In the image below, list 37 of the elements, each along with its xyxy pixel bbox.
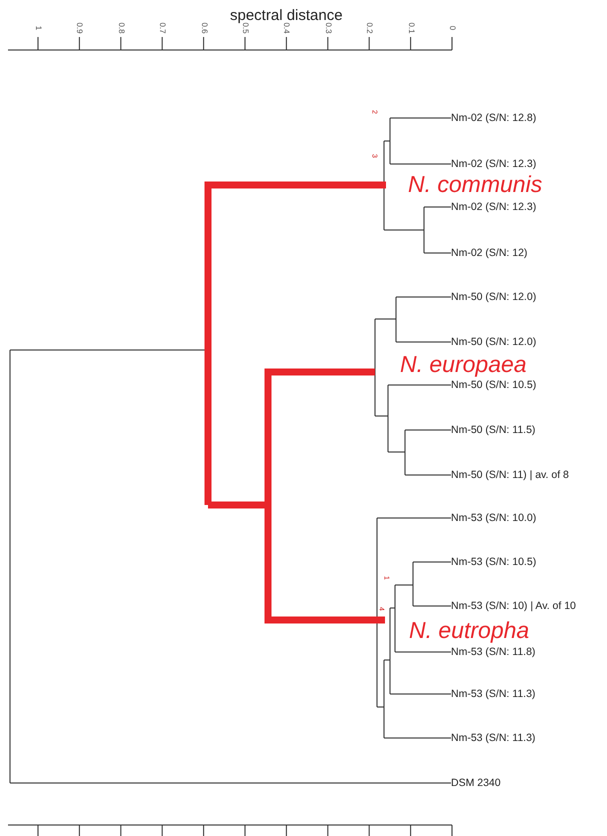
leaf-label: DSM 2340 bbox=[451, 776, 501, 790]
species-label: N. europaea bbox=[400, 353, 527, 376]
leaf-label: Nm-53 (S/N: 11.3) bbox=[451, 687, 536, 701]
leaf-label: Nm-53 (S/N: 11.3) bbox=[451, 731, 536, 745]
tick-label: 0.1 bbox=[406, 22, 415, 34]
tick-label: 0.8 bbox=[116, 22, 125, 34]
branch-line bbox=[424, 206, 452, 208]
branch-line bbox=[424, 252, 452, 254]
branch-line bbox=[10, 782, 452, 784]
leaf-label: Nm-02 (S/N: 12.3) bbox=[451, 157, 536, 171]
branch-line bbox=[396, 296, 452, 298]
leaf-label: Nm-02 (S/N: 12.8) bbox=[451, 111, 536, 125]
leaf-label: Nm-50 (S/N: 12.0) bbox=[451, 335, 536, 349]
tick-label: 0.2 bbox=[365, 22, 374, 34]
branch-line bbox=[404, 474, 452, 476]
tick-label: 1 bbox=[34, 26, 42, 30]
leaf-label: Nm-50 (S/N: 11) | av. of 8 bbox=[451, 468, 569, 482]
tick-label: 0.3 bbox=[324, 22, 332, 34]
tick-label: 0.7 bbox=[158, 22, 166, 34]
tick-label: 0.9 bbox=[75, 22, 84, 34]
leaf-label: Nm-02 (S/N: 12) bbox=[451, 246, 528, 260]
species-label: N. eutropha bbox=[409, 619, 530, 642]
leaf-label: Nm-53 (S/N: 11.8) bbox=[451, 645, 536, 659]
leaf-label: Nm-50 (S/N: 11.5) bbox=[451, 423, 536, 437]
tick-label: 0 bbox=[448, 26, 456, 30]
leaf-label: Nm-53 (S/N: 10.0) bbox=[451, 511, 536, 525]
tick-label: 0.6 bbox=[200, 22, 208, 34]
leaf-label: Nm-53 (S/N: 10.5) bbox=[451, 555, 536, 569]
axis-title: spectral distance bbox=[230, 8, 343, 23]
leaf-label: Nm-50 (S/N: 10.5) bbox=[451, 378, 536, 392]
tick-label: 0.5 bbox=[241, 22, 249, 34]
leaf-label: Nm-50 (S/N: 12.0) bbox=[451, 290, 536, 304]
tick-label: 0.4 bbox=[282, 22, 290, 34]
leaf-label: Nm-02 (S/N: 12.3) bbox=[451, 200, 536, 214]
species-label: N. communis bbox=[408, 173, 542, 196]
branch-line bbox=[388, 384, 452, 386]
leaf-label: Nm-53 (S/N: 10) | Av. of 10 bbox=[451, 599, 576, 613]
